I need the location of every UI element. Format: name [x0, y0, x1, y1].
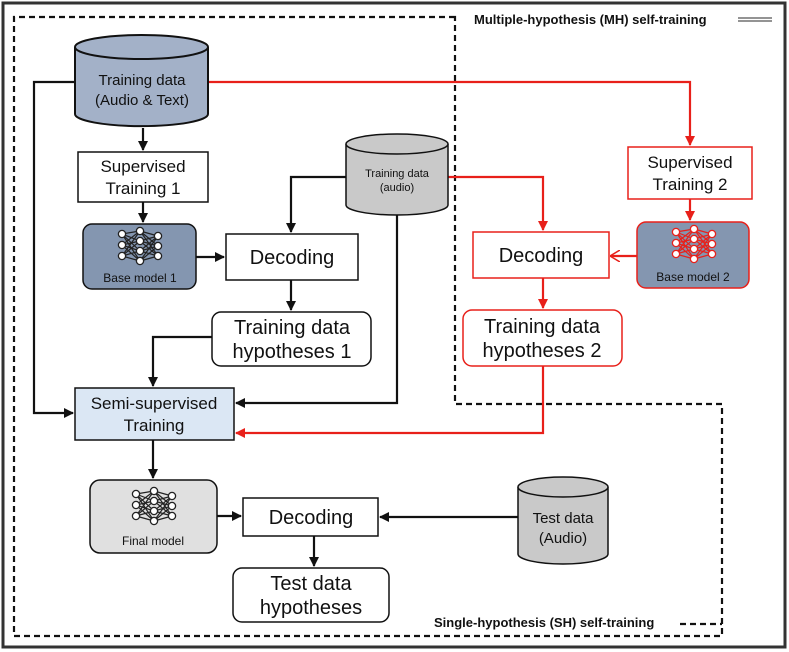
arrow-audio-to-decoding-1: [286, 175, 346, 233]
test-data-line2: (Audio): [539, 530, 587, 547]
arrow-hypotheses-2-to-semi: [235, 366, 545, 438]
arrow-audio-to-semi: [235, 213, 399, 408]
hypotheses-2-box: Training data hypotheses 2: [462, 309, 623, 367]
arrow-audio-to-decoding-2: [448, 175, 548, 231]
base-model-1-box: Base model 1: [82, 223, 197, 290]
arrow-data-to-supervised-2: [208, 80, 695, 146]
hypotheses-2-line1: Training data: [484, 316, 601, 338]
decoding-2-box: Decoding: [472, 231, 610, 279]
training-data-audio-line1: Training data: [365, 168, 430, 180]
decoding-2-label: Decoding: [499, 245, 584, 267]
supervised-training-2-box: Supervised Training 2: [627, 146, 753, 200]
test-hypotheses-line1: Test data: [270, 573, 352, 595]
supervised-training-1-line1: Supervised: [100, 157, 185, 176]
decoding-final-box: Decoding: [242, 497, 379, 537]
arrow-data-to-semi: [32, 80, 75, 418]
decoding-1-box: Decoding: [225, 233, 359, 281]
hypotheses-1-box: Training data hypotheses 1: [211, 311, 372, 367]
final-model-box: Final model: [89, 479, 218, 554]
decoding-final-label: Decoding: [269, 507, 354, 529]
red-connectors: [208, 80, 695, 438]
base-model-2-box: Base model 2: [636, 221, 750, 289]
training-data-label-line1: Training data: [99, 72, 187, 89]
semi-supervised-line2: Training: [124, 416, 185, 435]
semi-supervised-training-box: Semi-supervised Training: [74, 387, 235, 441]
training-data-audio-text-cylinder: Training data (Audio & Text): [74, 34, 209, 128]
black-connectors: [32, 80, 518, 567]
training-data-audio-line2: (audio): [380, 182, 414, 194]
supervised-training-2-line2: Training 2: [653, 175, 728, 194]
training-data-audio-cylinder: Training data (audio): [345, 133, 449, 216]
decoding-1-label: Decoding: [250, 247, 335, 269]
hypotheses-2-line2: hypotheses 2: [483, 340, 602, 362]
sh-legend-label: Single-hypothesis (SH) self-training: [434, 615, 654, 630]
hypotheses-1-line2: hypotheses 1: [233, 341, 352, 363]
training-data-label-line2: (Audio & Text): [95, 92, 189, 109]
hypotheses-1-line1: Training data: [234, 317, 351, 339]
test-hypotheses-box: Test data hypotheses: [232, 567, 390, 623]
test-hypotheses-line2: hypotheses: [260, 597, 362, 619]
mh-legend-label: Multiple-hypothesis (MH) self-training: [474, 12, 707, 27]
supervised-training-2-line1: Supervised: [647, 153, 732, 172]
test-data-cylinder: Test data (Audio): [517, 476, 609, 565]
mh-legend-line-icon: [738, 17, 772, 22]
base-model-2-label: Base model 2: [656, 270, 730, 284]
semi-supervised-line1: Semi-supervised: [91, 394, 218, 413]
supervised-training-1-box: Supervised Training 1: [77, 151, 209, 203]
sh-region-border: [12, 15, 724, 638]
supervised-training-1-line2: Training 1: [106, 179, 181, 198]
test-data-line1: Test data: [533, 510, 595, 527]
base-model-1-label: Base model 1: [103, 271, 177, 285]
arrow-hypotheses-1-to-semi: [148, 335, 212, 387]
final-model-label: Final model: [122, 534, 184, 548]
